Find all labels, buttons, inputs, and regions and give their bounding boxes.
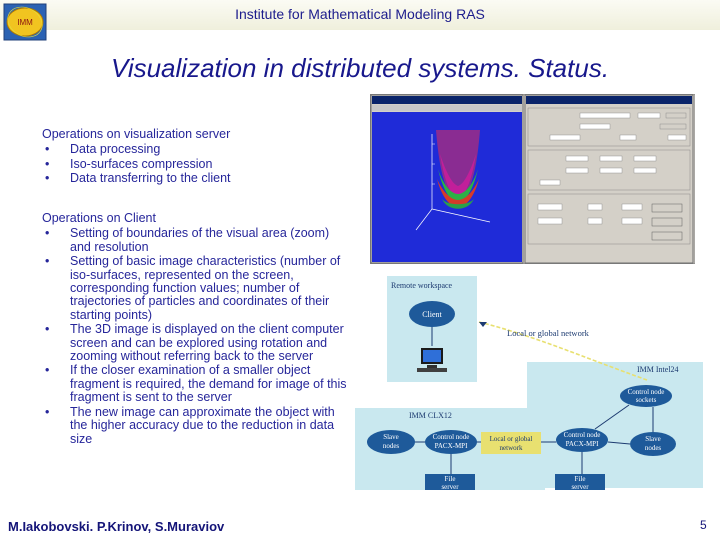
list-item: •The 3D image is displayed on the client… (45, 322, 344, 364)
svg-text:nodes: nodes (645, 444, 662, 452)
svg-text:server: server (441, 483, 459, 490)
network-label: Local or global network (507, 328, 590, 338)
bullet-icon: • (45, 404, 50, 419)
svg-text:server: server (571, 483, 589, 490)
svg-text:Control node: Control node (628, 388, 665, 396)
slave-nodes-right (630, 432, 676, 456)
3d-view-window (370, 94, 524, 264)
logo-text: IMM (17, 18, 33, 27)
computer-icon (417, 348, 447, 372)
bullet-icon: • (45, 226, 50, 241)
control-node-pacx-left (425, 430, 477, 454)
server-operations-list: •Data processing •Iso-surfaces compressi… (42, 142, 352, 186)
svg-text:Slave: Slave (383, 433, 399, 441)
parameters-dialog (524, 94, 694, 264)
client-operations-list: •Setting of boundaries of the visual are… (42, 226, 352, 446)
list-item: •Setting of boundaries of the visual are… (45, 226, 330, 254)
list-item: •Data transferring to the client (45, 171, 231, 186)
svg-text:Control node: Control node (433, 433, 470, 441)
client-label: Client (422, 310, 442, 319)
list-item: •Data processing (45, 142, 161, 157)
imm-intel-label: IMM Intel24 (637, 365, 679, 374)
list-item: •The new image can approximate the objec… (45, 404, 335, 446)
file-server-left (425, 474, 475, 490)
list-item: •Iso-surfaces compression (45, 156, 213, 171)
svg-text:File: File (575, 475, 586, 483)
imm-intel-panel (527, 362, 703, 488)
bullet-icon: • (45, 171, 50, 186)
mid-network-box (481, 432, 541, 454)
visualization-client-screenshot (370, 94, 695, 264)
page-number: 5 (700, 518, 707, 532)
remote-workspace-label: Remote workspace (391, 281, 453, 290)
client-node (409, 301, 455, 327)
imm-logo: IMM (3, 3, 47, 41)
bullet-icon: • (45, 363, 50, 378)
svg-text:Slave: Slave (645, 435, 661, 443)
svg-text:File: File (445, 475, 456, 483)
svg-text:PACX-MPI: PACX-MPI (435, 442, 468, 450)
list-item: •If the closer examination of a smaller … (45, 363, 347, 405)
institute-title: Institute for Mathematical Modeling RAS (235, 6, 485, 22)
file-server-right (555, 474, 605, 490)
slide-title: Visualization in distributed systems. St… (110, 53, 610, 83)
svg-text:nodes: nodes (383, 442, 400, 450)
slave-nodes-left (367, 430, 415, 454)
network-diagram: Remote workspace Client IMM Intel24 IMM … (355, 276, 703, 490)
server-operations-block: Operations on visualization server •Data… (42, 127, 352, 187)
server-operations-heading: Operations on visualization server (42, 127, 231, 141)
client-operations-block: Operations on Client •Setting of boundar… (42, 211, 352, 447)
header-bar (0, 0, 720, 30)
imm-clx-label: IMM CLX12 (409, 411, 452, 420)
control-node-pacx-right (556, 428, 608, 452)
svg-text:Local or global: Local or global (490, 435, 533, 443)
control-node-sockets (620, 385, 672, 407)
bullet-icon: • (45, 156, 50, 171)
svg-text:sockets: sockets (636, 396, 657, 404)
client-operations-heading: Operations on Client (42, 211, 156, 225)
bullet-icon: • (45, 322, 50, 337)
bullet-icon: • (45, 254, 50, 269)
svg-text:Control node: Control node (564, 431, 601, 439)
list-item: •Setting of basic image characteristics … (45, 254, 341, 322)
bullet-icon: • (45, 142, 50, 157)
svg-text:network: network (500, 444, 523, 452)
authors-footer: M.Iakobovski. P.Krinov, S.Muraviov (8, 519, 225, 534)
svg-text:PACX-MPI: PACX-MPI (566, 440, 599, 448)
